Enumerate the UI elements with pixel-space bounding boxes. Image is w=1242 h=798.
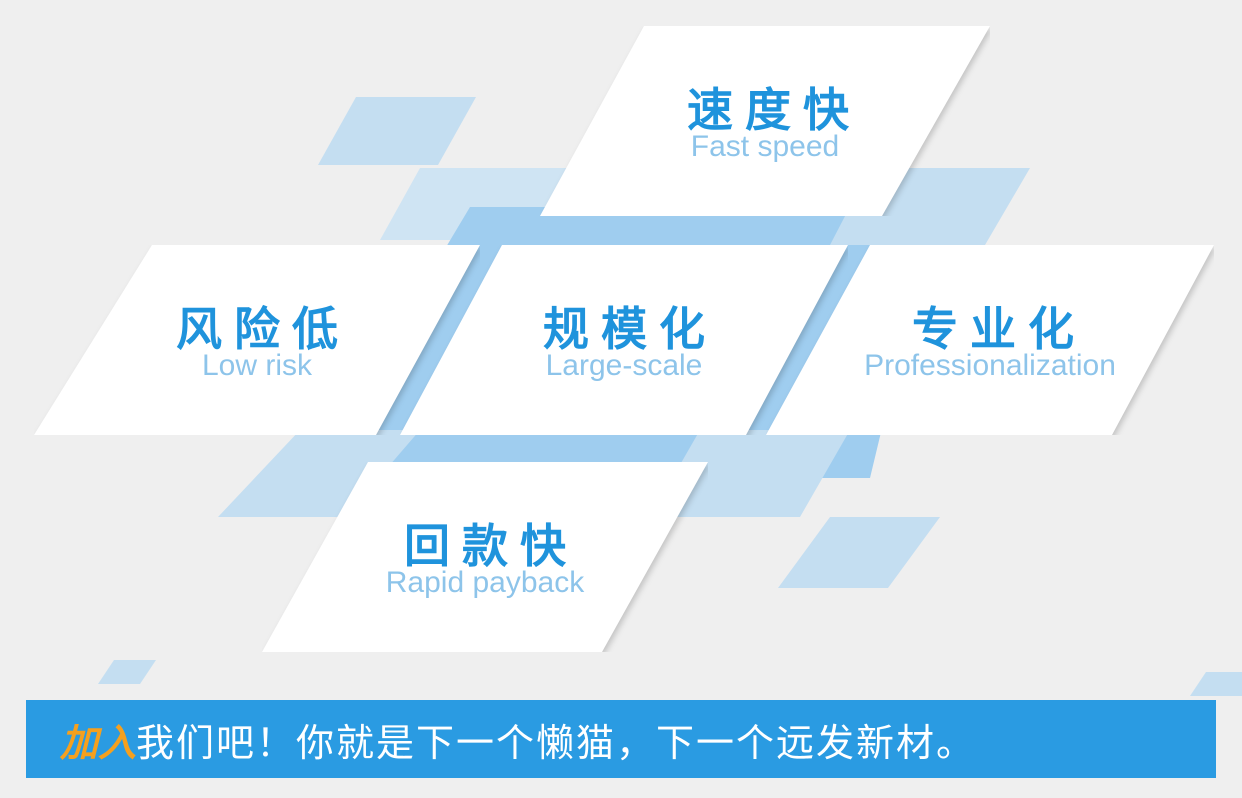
bg-shape-1 — [318, 97, 476, 165]
card-title: 速度快 — [687, 83, 861, 137]
card-large-scale: 规模化 Large-scale — [400, 245, 848, 435]
card-low-risk: 风险低 Low risk — [34, 245, 480, 435]
card-subtitle: Professionalization — [864, 349, 1116, 382]
call-to-action-banner: 加入 我们吧！你就是下一个懒猫，下一个远发新材。 — [26, 700, 1216, 778]
card-professionalization: 专业化 Professionalization — [766, 245, 1214, 435]
card-title: 回款快 — [404, 519, 578, 573]
bg-shape-9 — [1190, 672, 1242, 696]
card-rapid-payback: 回款快 Rapid payback — [262, 462, 708, 652]
card-background — [400, 245, 848, 435]
card-subtitle: Low risk — [201, 349, 313, 382]
card-fast-speed: 速度快 Fast speed — [540, 26, 990, 216]
card-background — [34, 245, 480, 435]
card-title: 规模化 — [543, 302, 717, 356]
card-subtitle: Fast speed — [690, 130, 840, 163]
card-subtitle: Large-scale — [545, 349, 703, 382]
card-background — [766, 245, 1214, 435]
card-background — [540, 26, 990, 216]
banner-highlight: 加入 — [60, 720, 137, 765]
bg-shape-5 — [218, 430, 420, 517]
bg-shape-7 — [778, 517, 940, 588]
card-title: 风险低 — [176, 302, 350, 356]
card-subtitle: Rapid payback — [385, 566, 585, 599]
card-background — [262, 462, 708, 652]
bg-shape-6 — [650, 430, 850, 517]
banner-text: 我们吧！你就是下一个懒猫，下一个远发新材。 — [136, 720, 977, 765]
bg-shape-8 — [98, 660, 156, 684]
card-title: 专业化 — [912, 302, 1086, 356]
